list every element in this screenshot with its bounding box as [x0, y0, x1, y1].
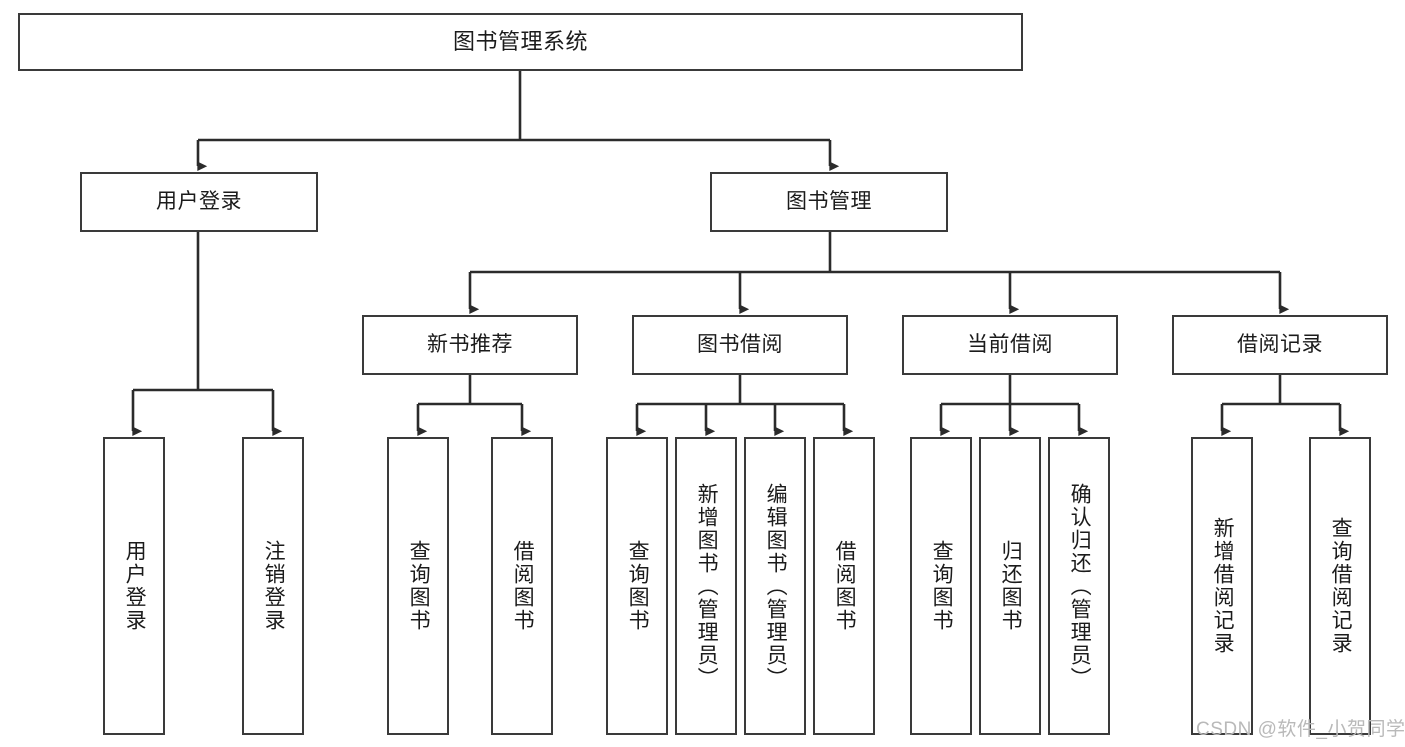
- node-user-login[interactable]: 用户登录: [80, 172, 318, 232]
- leaf-borrow-book-borrow[interactable]: 借阅图书: [813, 437, 875, 735]
- leaf-edit-book-admin[interactable]: 编辑图书（管理员）: [744, 437, 806, 735]
- leaf-query-book-current[interactable]: 查询图书: [910, 437, 972, 735]
- node-new-book-recommend[interactable]: 新书推荐: [362, 315, 578, 375]
- leaf-query-borrow-record[interactable]: 查询借阅记录: [1309, 437, 1371, 735]
- node-root-system[interactable]: 图书管理系统: [18, 13, 1023, 71]
- leaf-add-book-admin[interactable]: 新增图书（管理员）: [675, 437, 737, 735]
- leaf-user-logout[interactable]: 注销登录: [242, 437, 304, 735]
- node-current-borrow[interactable]: 当前借阅: [902, 315, 1118, 375]
- leaf-borrow-book-new-recommend[interactable]: 借阅图书: [491, 437, 553, 735]
- node-book-borrow[interactable]: 图书借阅: [632, 315, 848, 375]
- csdn-watermark: CSDN @软件_小贺同学: [1196, 719, 1405, 740]
- node-book-management[interactable]: 图书管理: [710, 172, 948, 232]
- leaf-add-borrow-record[interactable]: 新增借阅记录: [1191, 437, 1253, 735]
- leaf-user-login[interactable]: 用户登录: [103, 437, 165, 735]
- leaf-confirm-return-admin[interactable]: 确认归还（管理员）: [1048, 437, 1110, 735]
- node-borrow-record[interactable]: 借阅记录: [1172, 315, 1388, 375]
- leaf-query-book-borrow[interactable]: 查询图书: [606, 437, 668, 735]
- leaf-return-book[interactable]: 归还图书: [979, 437, 1041, 735]
- leaf-query-book-new-recommend[interactable]: 查询图书: [387, 437, 449, 735]
